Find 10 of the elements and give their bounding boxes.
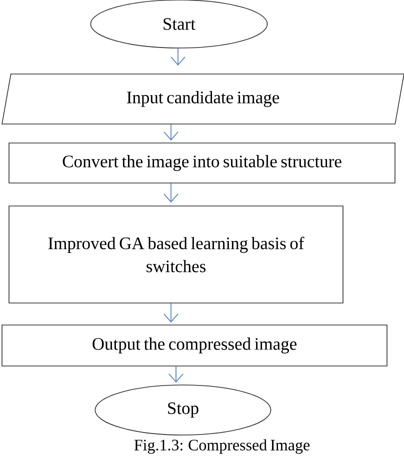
arrow [164,124,178,141]
arrow [164,302,178,323]
process-box: Convert the image into suitable structure [8,142,396,184]
process-box: Improved GA based learning basis of switches [8,206,344,304]
caption: Fig.1.3: Compressed Image [134,439,310,454]
arrow [168,366,184,383]
arrow [170,48,186,66]
arrow [164,182,178,203]
input-parallelogram: Input candidate image [2,74,404,124]
output-box: Output the compressed image [2,324,388,366]
